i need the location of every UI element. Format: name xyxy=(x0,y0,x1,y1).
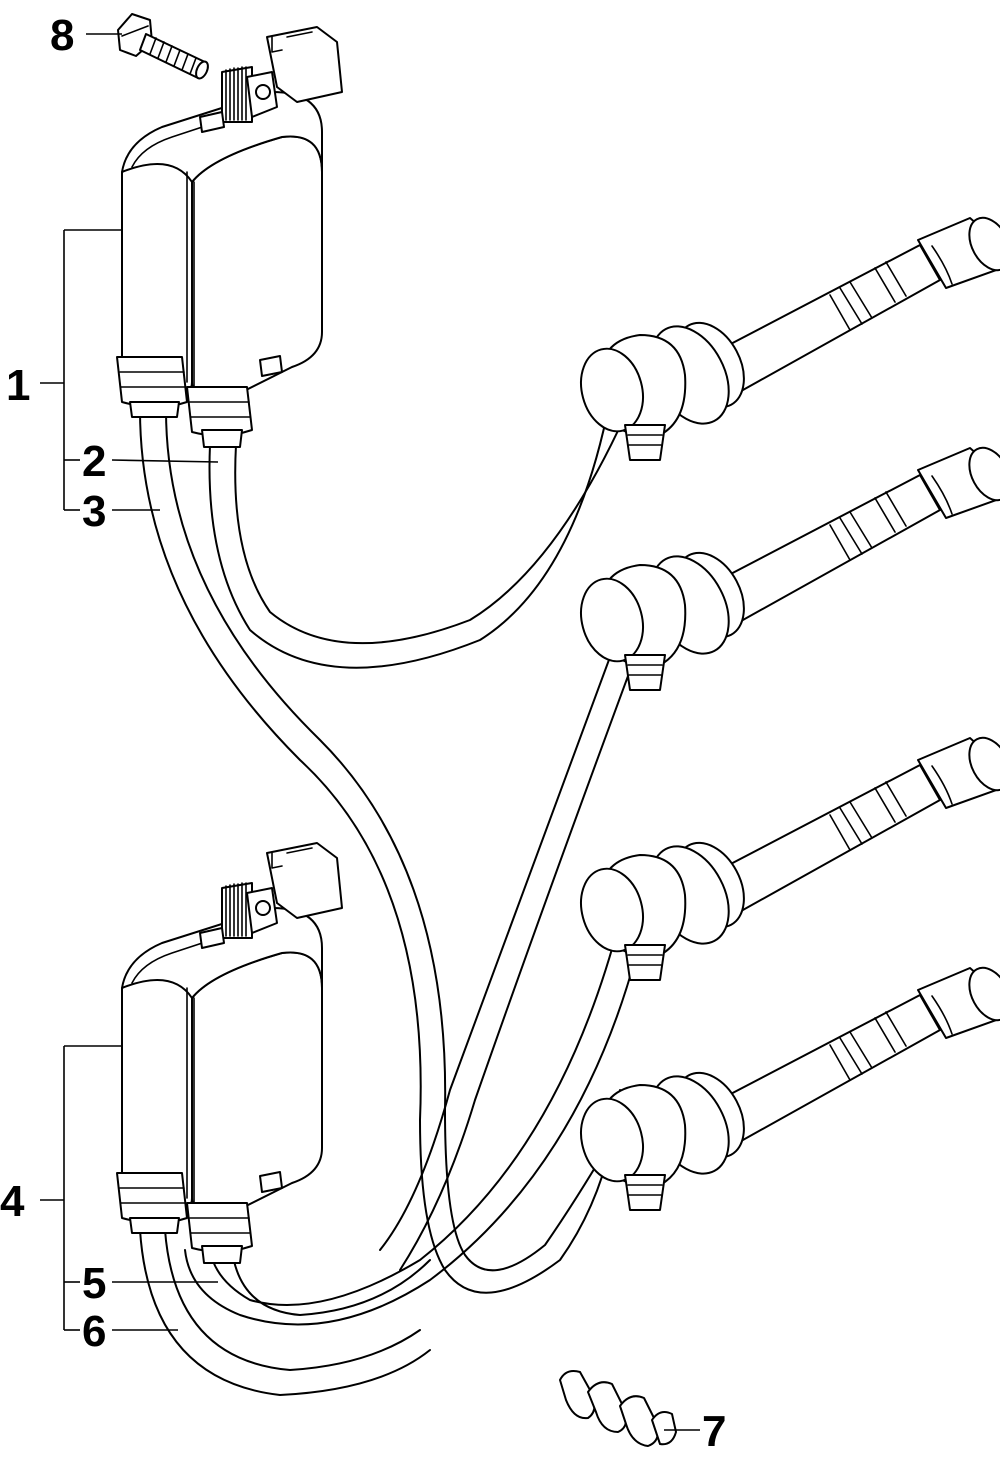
callout-5: 5 xyxy=(82,1259,106,1308)
callout-1: 1 xyxy=(6,361,30,410)
plug-boot-2 xyxy=(571,439,1000,691)
callout-2: 2 xyxy=(82,437,106,486)
callout-7: 7 xyxy=(702,1407,726,1456)
callout-8: 8 xyxy=(50,11,74,60)
upper-ignition-coil xyxy=(116,26,343,448)
cable-clip xyxy=(559,1370,677,1447)
lower-ignition-coil xyxy=(116,842,343,1264)
callout-3: 3 xyxy=(82,487,106,536)
callout-4: 4 xyxy=(0,1177,25,1226)
plug-boot-1 xyxy=(571,209,1000,461)
leader-lines xyxy=(40,33,700,1431)
mounting-bolt xyxy=(117,13,209,80)
plug-boot-3 xyxy=(571,729,1000,981)
ignition-cables xyxy=(139,399,646,1396)
plug-boot-4 xyxy=(571,959,1000,1211)
callout-6: 6 xyxy=(82,1307,106,1356)
